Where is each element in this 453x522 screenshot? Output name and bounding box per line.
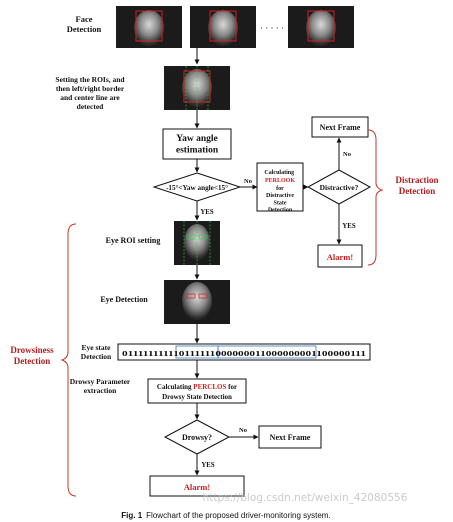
perclos-calc-line2: Drowsy State Detection xyxy=(162,393,232,401)
perlook-prefix: Calculating xyxy=(264,170,294,176)
perclos-keyword: PERCLOS xyxy=(193,383,226,391)
next-frame-bottom-label: Next Frame xyxy=(270,433,311,442)
figure-caption: Fig. 1 Flowchart of the proposed driver-m… xyxy=(121,511,330,520)
perlook-calc-box xyxy=(256,162,304,212)
caption-text: Flowchart of the proposed driver-monitor… xyxy=(146,511,331,520)
edge-label-drowsy-yes: YES xyxy=(201,462,214,469)
watermark: https://blog.csdn.net/weixin_42080556 xyxy=(203,492,408,504)
perlook-keyword: PERLOOK xyxy=(265,178,295,184)
stage-label-eye-detection: Eye Detection xyxy=(100,295,148,304)
eye-roi-face-image xyxy=(174,221,220,265)
drowsiness-group-bracket xyxy=(60,223,77,497)
edge-label-range-yes: YES xyxy=(200,209,213,216)
roi-face-image xyxy=(164,66,230,110)
distraction-group-bracket xyxy=(367,129,384,266)
next-frame-top-label: Next Frame xyxy=(320,123,361,132)
yaw-range-label: -15°<Yaw angle<15° xyxy=(166,184,228,192)
distractive-label: Distractive? xyxy=(320,183,359,192)
caption-label: Fig. 1 xyxy=(121,511,142,520)
yaw-estimation-box xyxy=(162,128,232,160)
drowsy-label: Drowsy? xyxy=(182,433,212,442)
alarm-bottom-box xyxy=(149,475,245,497)
alarm-top-box xyxy=(317,244,363,268)
edge-label-range-no: No xyxy=(244,178,252,185)
edge-label-distractive-yes: YES xyxy=(342,223,355,230)
face-thumbnail-2 xyxy=(190,6,256,48)
perclos-calc-box xyxy=(147,378,247,404)
perclos-calc-line1: Calculating PERCLOS for xyxy=(157,383,237,391)
perclos-suffix-first: for xyxy=(226,383,237,391)
eye-detection-face-image xyxy=(164,280,230,324)
perclos-prefix: Calculating xyxy=(157,383,193,391)
eye-state-bits: 0111111111101111110000000110000000011000… xyxy=(122,349,367,358)
perlook-calc-label: Calculating PERLOOK xyxy=(264,170,295,184)
edge-label-drowsy-no: No xyxy=(239,427,247,434)
next-frame-top-box xyxy=(311,116,369,138)
alarm-top-label: Alarm! xyxy=(327,252,354,262)
eye-state-sequence-box xyxy=(117,343,371,361)
alarm-bottom-label: Alarm! xyxy=(184,482,211,492)
next-frame-bottom-box xyxy=(258,425,322,449)
stage-label-eye-roi: Eye ROI setting xyxy=(106,236,161,245)
edge-label-distractive-no: No xyxy=(343,151,351,158)
face-thumbnail-3 xyxy=(288,6,354,48)
face-thumbnail-1 xyxy=(116,6,182,48)
eye-state-highlight-2 xyxy=(217,345,317,359)
face-sequence-dots: · · · · · xyxy=(260,23,284,33)
